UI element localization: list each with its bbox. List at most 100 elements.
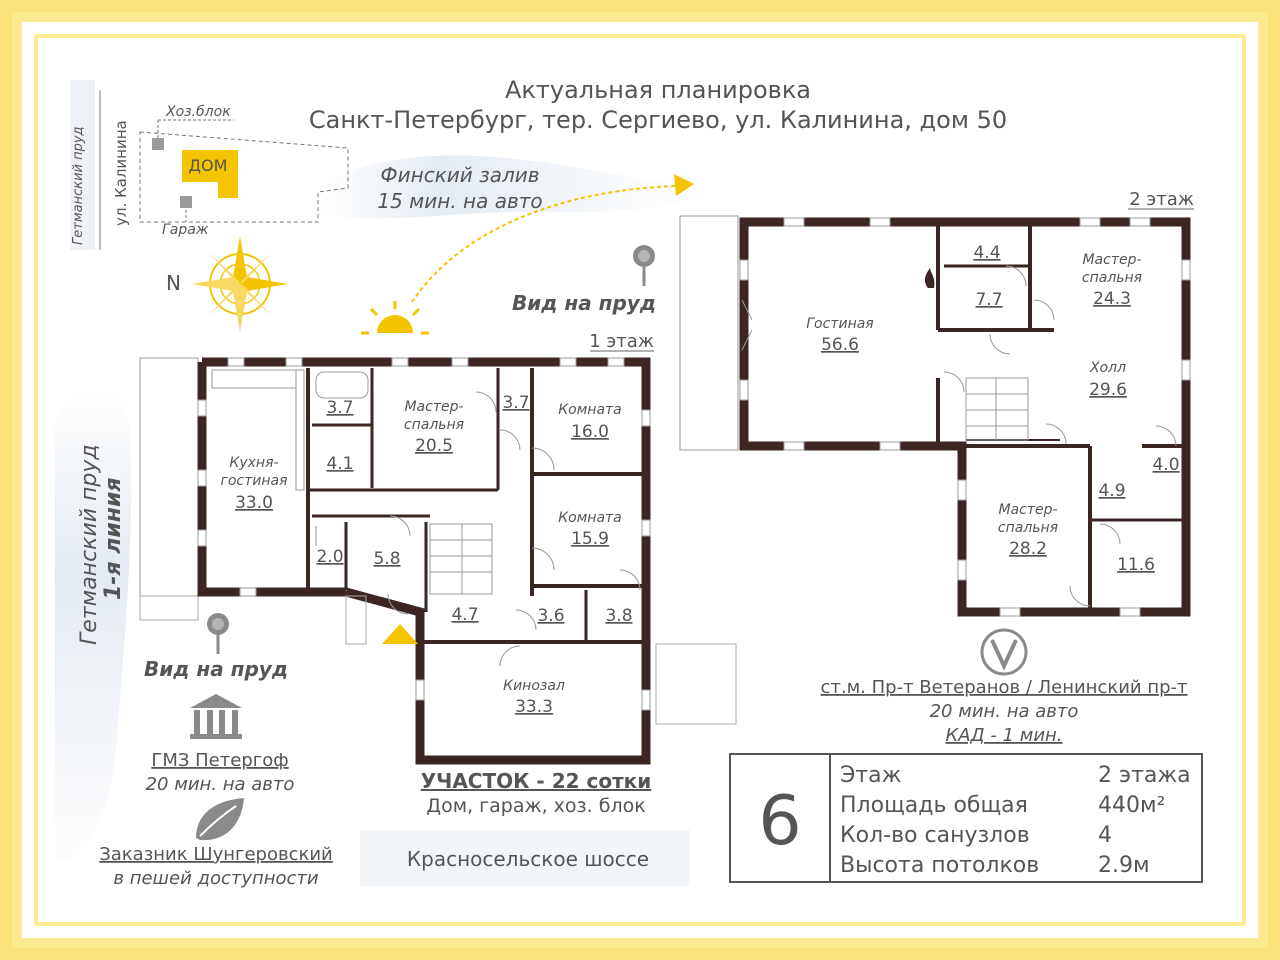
metro-name: ст.м. Пр-т Ветеранов / Ленинский пр-т <box>820 677 1187 698</box>
site-street-label: ул. Калинина <box>112 120 130 226</box>
map-pin-left-icon <box>207 613 229 654</box>
master1f-name-2: спальня <box>404 417 464 433</box>
pond-view-left: Вид на пруд <box>144 657 288 681</box>
spec-label-2: Кол-во санузлов <box>840 823 1030 848</box>
garage-marker <box>180 196 192 208</box>
fireplace-icon <box>924 268 935 288</box>
house-label: ДОМ <box>189 156 228 175</box>
room-77-area: 7.7 <box>975 290 1002 310</box>
room1-area: 16.0 <box>571 422 609 442</box>
museum-distance: 20 мин. на авто <box>146 774 295 795</box>
bathtub-icon <box>315 371 369 399</box>
master2f-a-area: 24.3 <box>1093 289 1131 309</box>
master1f-name-1: Мастер- <box>404 399 463 415</box>
site-boundary <box>139 131 349 223</box>
spec-value-1: 440м² <box>1098 793 1165 818</box>
floor2-doors <box>741 265 1177 607</box>
small-49-area: 4.9 <box>1098 481 1125 501</box>
small-40-area: 4.0 <box>1152 455 1179 475</box>
room2-name: Комната <box>558 510 622 526</box>
floor1-stairs <box>429 523 493 595</box>
sun-icon <box>361 301 429 335</box>
room-a-area: 4.1 <box>326 454 353 474</box>
pond-water-top <box>70 80 95 250</box>
garage-label: Гараж <box>162 222 209 238</box>
floor2-stairs <box>965 377 1029 441</box>
bath-44-area: 4.4 <box>973 243 1000 263</box>
floor1-doors <box>315 391 641 667</box>
sun-path-arrow-icon <box>674 174 694 196</box>
site-pond-label: Гетманский пруд <box>71 126 86 245</box>
master2f-b-area: 28.2 <box>1009 539 1047 559</box>
small-36-area: 3.6 <box>537 606 564 626</box>
spec-label-1: Площадь общая <box>840 793 1028 818</box>
kitchen-counter <box>211 369 297 389</box>
master2f-b-name-1: Мастер- <box>998 502 1057 518</box>
pond-view-top: Вид на пруд <box>512 291 656 315</box>
metro-distance: 20 мин. на авто <box>930 701 1079 722</box>
compass-rose-icon <box>192 236 288 332</box>
master2f-a-name-1: Мастер- <box>1082 252 1141 268</box>
kitchen-name-1: Кухня- <box>229 455 278 471</box>
house-marker <box>182 150 238 198</box>
museum-name: ГМЗ Петергоф <box>151 750 288 771</box>
gulf-water <box>320 155 720 219</box>
room2-area: 15.9 <box>571 529 609 549</box>
spec-label-0: Этаж <box>840 763 902 788</box>
left-pond-line-2: 1-я линия <box>101 478 126 601</box>
floor1-terrace <box>139 357 199 621</box>
spec-value-0: 2 этажа <box>1098 763 1191 788</box>
address: Санкт-Петербург, тер. Сергиево, ул. Кали… <box>309 106 1007 134</box>
spec-value-2: 4 <box>1098 823 1112 848</box>
hall2-area: 29.6 <box>1089 380 1127 400</box>
floor1-entry-steps <box>345 595 367 645</box>
small-38-area: 3.8 <box>605 606 632 626</box>
sun-path <box>411 185 677 303</box>
room1-name: Комната <box>558 402 622 418</box>
floor2-label: 2 этаж <box>1129 189 1194 210</box>
floor1-steps <box>139 595 199 621</box>
hall-a-area: 3.7 <box>502 393 529 413</box>
inner-border <box>34 34 1246 926</box>
bath-a-area: 3.7 <box>326 398 353 418</box>
small-116-area: 11.6 <box>1117 555 1155 575</box>
floor1-walls <box>197 357 651 765</box>
entrance-marker-icon <box>382 624 418 644</box>
floor1-porch <box>655 643 737 725</box>
floor1-label: 1 этаж <box>589 331 654 352</box>
page-title: Актуальная планировка <box>505 76 811 104</box>
map-pin-icon <box>633 245 655 286</box>
museum-icon <box>190 694 242 739</box>
north-label: N <box>166 271 181 295</box>
gulf-name: Финский залив <box>380 163 539 187</box>
master2f-b-name-2: спальня <box>998 520 1058 536</box>
reserve-distance: в пешей доступности <box>113 868 319 889</box>
plot-subtitle: Дом, гараж, хоз. блок <box>426 795 645 817</box>
hall2-name: Холл <box>1089 360 1126 376</box>
spec-value-3: 2.9м <box>1098 853 1150 878</box>
outbuilding-marker <box>152 138 164 150</box>
left-pond-line-1: Гетманский пруд <box>77 444 102 645</box>
spec-label-3: Высота потолков <box>840 853 1039 878</box>
leaf-icon <box>196 798 244 841</box>
floor2-walls <box>739 217 1191 617</box>
kad-distance: КАД - 1 мин. <box>945 725 1062 746</box>
cinema-area: 33.3 <box>515 697 553 717</box>
living-area: 56.6 <box>821 335 859 355</box>
floor2-balcony <box>679 215 739 451</box>
master1f-area: 20.5 <box>415 436 453 456</box>
floor2-room-labels: Гостиная 56.6 4.4 7.7 Мастер- спальня 24… <box>806 243 1179 575</box>
living-name: Гостиная <box>806 316 873 332</box>
kitchen-name-2: гостиная <box>220 473 287 489</box>
metro-icon <box>980 628 1028 676</box>
small-47-area: 4.7 <box>451 605 478 625</box>
pond-water <box>55 383 132 862</box>
floor1-room-labels: Кухня- гостиная 33.0 3.7 4.1 Мастер- спа… <box>220 393 632 717</box>
outbuilding-label: Хоз.блок <box>165 104 231 120</box>
reserve-name: Заказник Шунгеровский <box>99 844 333 865</box>
cinema-name: Кинозал <box>503 678 565 694</box>
road-name: Красносельское шоссе <box>407 847 649 871</box>
specs-number: 6 <box>758 782 801 861</box>
small-20-area: 2.0 <box>316 547 343 567</box>
